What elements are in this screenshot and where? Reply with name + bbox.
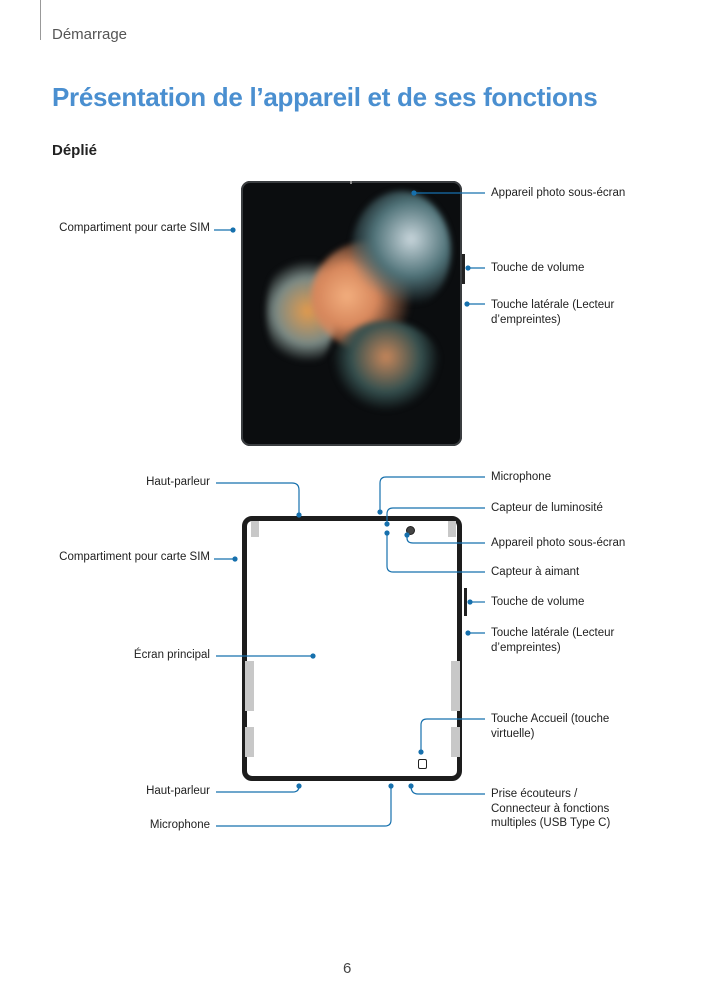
label-volume-inner: Touche de volume bbox=[491, 596, 585, 608]
label-light-sensor: Capteur de luminosité bbox=[491, 502, 603, 514]
callout-line bbox=[216, 482, 300, 515]
page-number: 6 bbox=[343, 960, 352, 977]
callout-line bbox=[406, 535, 485, 544]
volume-key bbox=[462, 254, 465, 284]
device-image-front bbox=[241, 181, 462, 446]
header-rule bbox=[40, 0, 41, 40]
label-speaker-top: Haut-parleur bbox=[146, 476, 210, 488]
callout-line bbox=[216, 785, 300, 793]
label-sim: Compartiment pour carte SIM bbox=[59, 222, 210, 234]
label-side-key: Touche latérale (Lecteur d’empreintes) bbox=[491, 299, 615, 326]
label-usb: Prise écouteurs / Connecteur à fonctions… bbox=[491, 788, 611, 829]
page-title: Présentation de l’appareil et de ses fon… bbox=[52, 82, 598, 112]
volume-key bbox=[464, 588, 467, 616]
callout-line bbox=[216, 786, 392, 827]
label-camera-inner: Appareil photo sous-écran bbox=[491, 537, 626, 549]
callout-line bbox=[386, 507, 485, 524]
label-microphone-top: Microphone bbox=[491, 471, 552, 483]
label-main-screen: Écran principal bbox=[133, 649, 210, 661]
label-side-key-inner: Touche latérale (Lecteur d’empreintes) bbox=[491, 627, 615, 654]
callout-line bbox=[386, 533, 485, 573]
section-header: Démarrage bbox=[52, 26, 128, 43]
label-microphone-bottom: Microphone bbox=[149, 819, 210, 831]
label-home-key: Touche Accueil (touche virtuelle) bbox=[491, 713, 610, 740]
label-magnet-sensor: Capteur à aimant bbox=[491, 566, 580, 578]
label-camera: Appareil photo sous-écran bbox=[491, 187, 626, 199]
subsection-title: Déplié bbox=[52, 142, 98, 159]
label-sim-inner: Compartiment pour carte SIM bbox=[59, 551, 210, 563]
label-volume: Touche de volume bbox=[491, 262, 585, 274]
home-key-icon bbox=[418, 759, 427, 769]
callout-line bbox=[410, 785, 485, 795]
camera-hole-icon bbox=[406, 526, 415, 535]
device-outline-inner bbox=[242, 516, 462, 781]
label-speaker-bottom: Haut-parleur bbox=[146, 785, 210, 797]
callout-line bbox=[379, 476, 485, 512]
callout-line bbox=[420, 718, 485, 752]
